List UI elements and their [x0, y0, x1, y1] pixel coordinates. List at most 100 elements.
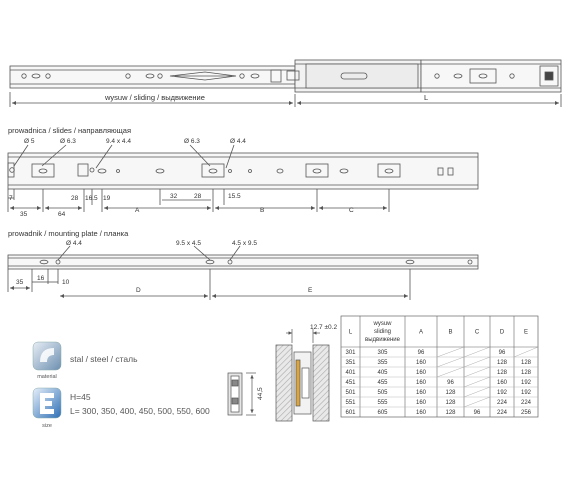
table-cell: 160: [416, 400, 427, 406]
table-empty-cell: [513, 346, 539, 358]
table-header-cell: выдвижение: [365, 337, 401, 343]
table-cell: 605: [377, 410, 388, 416]
length-options-text: L= 300, 350, 400, 450, 500, 550, 600: [70, 406, 210, 416]
dim-hole-6-3-b: Ø 6.3: [184, 138, 200, 145]
table-cell: 160: [497, 380, 508, 386]
material-icon: [32, 341, 62, 371]
table-header-cell: L: [349, 330, 353, 336]
table-cell: 405: [377, 370, 388, 376]
table-cell: 192: [521, 380, 532, 386]
dim-15-5: 15.5: [228, 193, 241, 200]
table-cell: 96: [447, 380, 454, 386]
table-cell: 256: [521, 410, 532, 416]
dim-plate-35: 35: [16, 279, 24, 286]
table-cell: 455: [377, 380, 388, 386]
table-header-cell: A: [419, 330, 423, 336]
table-cell: 128: [521, 370, 532, 376]
table-cell: 224: [521, 400, 532, 406]
table-cell: 160: [416, 390, 427, 396]
table-cell: 96: [418, 350, 425, 356]
table-cell: 128: [497, 370, 508, 376]
profile-cross-section: [227, 372, 256, 416]
sliding-label: wysuw / sliding / выдвижение: [104, 93, 205, 102]
dim-hole-5: Ø 5: [24, 138, 35, 145]
table-cell: 96: [474, 410, 481, 416]
table-empty-cell: [436, 366, 465, 378]
table-header-cell: C: [475, 330, 480, 336]
dim-A: A: [135, 207, 140, 214]
dim-plate-hole-4-4: Ø 4.4: [66, 240, 82, 247]
table-empty-cell: [463, 346, 491, 358]
dim-C: C: [349, 207, 354, 214]
dim-35: 35: [20, 211, 28, 218]
table-header-cell: sliding: [374, 329, 391, 335]
dim-7: 7: [9, 195, 13, 202]
table-cell: 128: [445, 390, 456, 396]
table-cell: 451: [345, 380, 356, 386]
dim-B: B: [260, 207, 264, 214]
size-icon-label: size: [42, 423, 52, 429]
plate-dimensions: Ø 4.4 9.5 x 4.5 4.5 x 9.5 35 16 10 D E: [16, 240, 313, 294]
table-cell: 601: [345, 410, 356, 416]
table-cell: 128: [445, 400, 456, 406]
table-empty-cell: [463, 396, 491, 408]
dim-28-b: 28: [194, 193, 202, 200]
extended-slide-view: [9, 59, 562, 107]
table-cell: 401: [345, 370, 356, 376]
table-empty-cell: [436, 346, 465, 358]
height-text: H=45: [70, 392, 91, 402]
table-header-cell: wysuw: [372, 321, 392, 327]
table-header-cell: B: [448, 330, 452, 336]
table-cell: 160: [416, 410, 427, 416]
table-cell: 355: [377, 360, 388, 366]
table-empty-cell: [463, 366, 491, 378]
table-cell: 128: [445, 410, 456, 416]
dim-E: E: [308, 287, 313, 294]
dim-hole-6-3: Ø 6.3: [60, 138, 76, 145]
table-cell: 301: [345, 350, 356, 356]
table-frame: [340, 315, 539, 418]
dim-plate-slot-4-5: 4.5 x 9.5: [232, 240, 257, 247]
table-cell: 501: [345, 390, 356, 396]
table-empty-cell: [463, 376, 491, 388]
table-empty-cell: [463, 386, 491, 398]
table-header-cell: E: [524, 330, 528, 336]
dim-64: 64: [58, 211, 66, 218]
table-cell: 128: [521, 360, 532, 366]
length-label: L: [424, 93, 428, 102]
table-cell: 224: [497, 400, 508, 406]
dim-plate-slot-9-5: 9.5 x 4.5: [176, 240, 201, 247]
table-cell: 505: [377, 390, 388, 396]
dim-plate-10: 10: [62, 279, 70, 286]
profile-width-label: 12.7 ±0.2: [310, 324, 337, 331]
table-empty-cell: [463, 356, 491, 368]
dim-slot-9-4: 9.4 x 4.4: [106, 138, 131, 145]
table-cell: 192: [521, 390, 532, 396]
table-cell: 351: [345, 360, 356, 366]
table-cell: 305: [377, 350, 388, 356]
table-cell: 96: [499, 350, 506, 356]
size-icon: [32, 387, 62, 419]
dim-hole-4-4: Ø 4.4: [230, 138, 246, 145]
dim-32: 32: [170, 193, 178, 200]
table-header-cell: D: [500, 330, 505, 336]
dim-D: D: [136, 287, 141, 294]
profile-height-label: 44,5: [257, 387, 264, 400]
table-cell: 160: [416, 380, 427, 386]
table-cell: 160: [416, 370, 427, 376]
dim-28: 28: [71, 195, 79, 202]
dim-plate-16: 16: [37, 275, 45, 282]
material-text: stal / steel / сталь: [70, 354, 138, 364]
slides-part: [7, 144, 479, 212]
table-cell: 160: [416, 360, 427, 366]
plate-section-title: prowadnik / mounting plate / планка: [8, 229, 129, 238]
table-cell: 224: [497, 410, 508, 416]
table-cell: 192: [497, 390, 508, 396]
slides-dimensions: Ø 5 Ø 6.3 9.4 x 4.4 Ø 6.3 Ø 4.4 7 35 64 …: [9, 138, 354, 218]
dim-16-5: 16.5: [85, 195, 98, 202]
material-icon-label: material: [37, 374, 57, 380]
slides-section-title: prowadnica / slides / направляющая: [8, 126, 131, 135]
dim-19: 19: [103, 195, 111, 202]
